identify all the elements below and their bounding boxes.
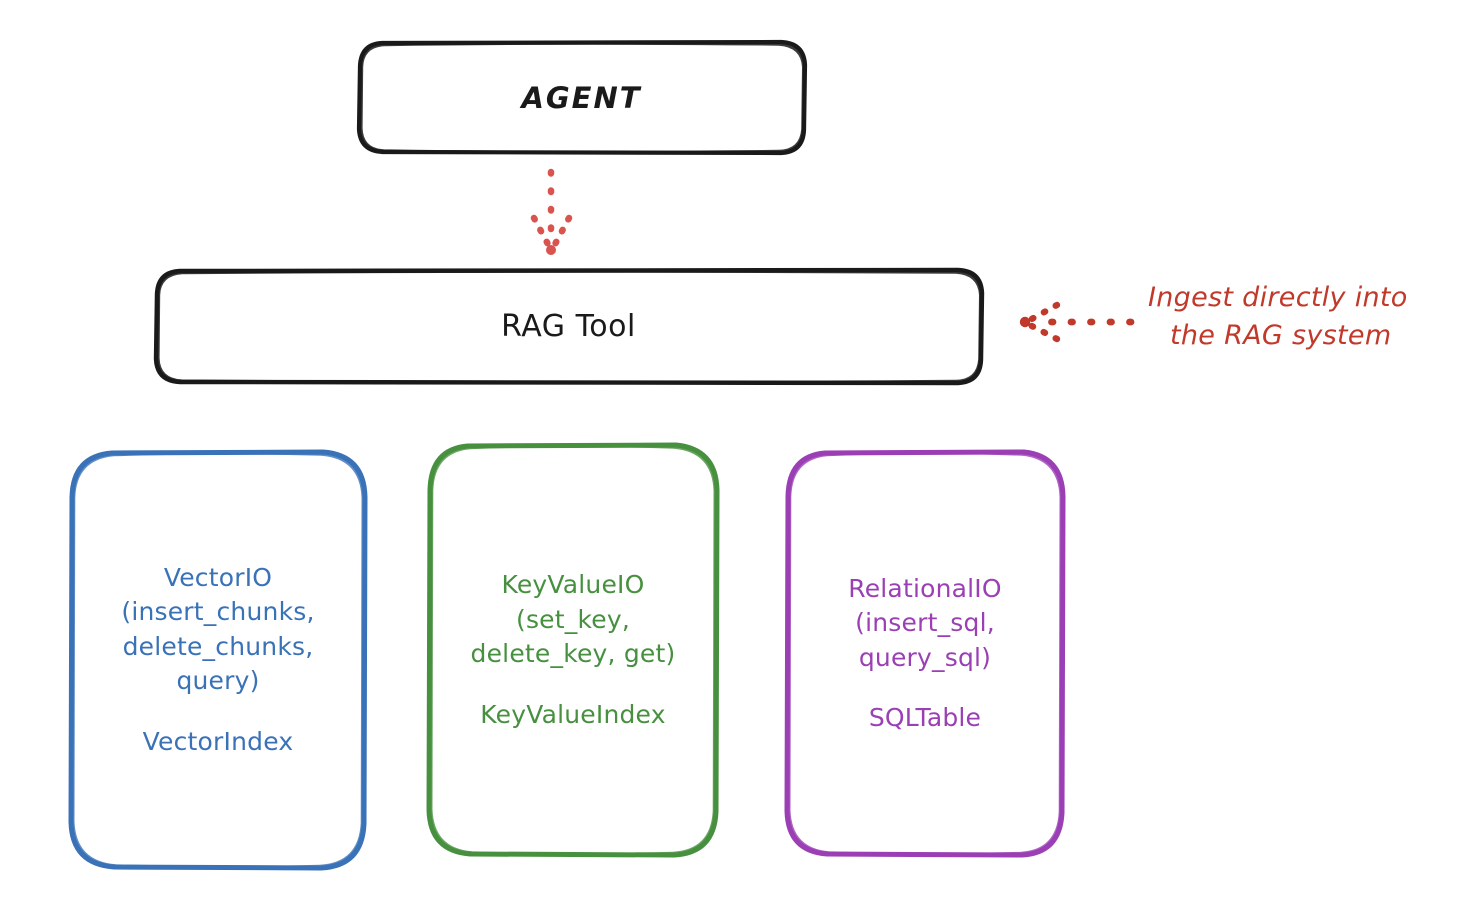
vector-io-node-shape[interactable]: [68, 449, 368, 871]
key-value-io-node-shape[interactable]: [426, 442, 720, 858]
rag-tool-node-shape[interactable]: [153, 267, 985, 386]
agent-node-shape[interactable]: [356, 39, 808, 156]
relational-io-node-shape[interactable]: [784, 449, 1066, 858]
agent-to-rag-connector: [530, 168, 573, 255]
ingest-arrow-connector: [1019, 301, 1135, 343]
